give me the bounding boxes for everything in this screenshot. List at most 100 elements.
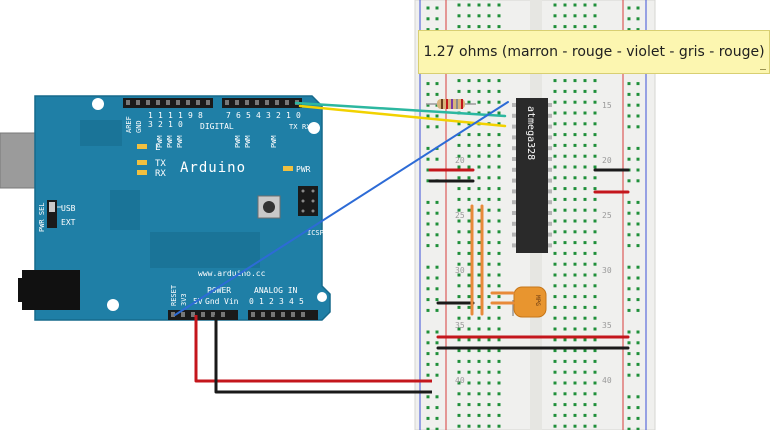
breadboard-hole — [435, 92, 439, 96]
breadboard-hole — [477, 143, 481, 147]
breadboard-hole — [457, 305, 461, 309]
breadboard-hole — [467, 14, 471, 18]
breadboard-hole — [563, 133, 567, 137]
breadboard-hole — [627, 146, 631, 150]
breadboard-hole — [477, 197, 481, 201]
chip-pin — [512, 135, 516, 140]
breadboard-hole — [457, 154, 461, 158]
chip-pin — [548, 124, 552, 129]
breadboard-hole — [583, 241, 587, 245]
pin-number: 1 — [148, 111, 153, 120]
header-pin — [186, 100, 190, 105]
breadboard-hole — [563, 154, 567, 158]
led-tx-label: TX — [155, 159, 166, 169]
breadboard-hole — [426, 416, 430, 420]
breadboard-hole — [477, 359, 481, 363]
row-number-right: 30 — [602, 266, 612, 275]
row-number-left: 40 — [455, 376, 465, 385]
breadboard-hole — [497, 403, 501, 407]
breadboard-hole — [573, 187, 577, 191]
header-pin — [206, 100, 210, 105]
breadboard-hole — [593, 349, 597, 353]
pin-number: 3 — [266, 111, 271, 120]
breadboard-hole — [457, 424, 461, 428]
breadboard-hole — [487, 305, 491, 309]
breadboard-hole — [426, 200, 430, 204]
header-pin — [196, 100, 200, 105]
breadboard-hole — [487, 413, 491, 417]
breadboard-hole — [627, 17, 631, 21]
chip-pin — [512, 124, 516, 129]
breadboard-hole — [477, 241, 481, 245]
breadboard-hole — [467, 295, 471, 299]
breadboard-hole — [553, 403, 557, 407]
breadboard-hole — [497, 381, 501, 385]
header-pin — [291, 312, 295, 317]
breadboard-hole — [583, 284, 587, 288]
breadboard-hole — [497, 230, 501, 234]
breadboard-hole — [593, 100, 597, 104]
breadboard-hole — [435, 341, 439, 345]
breadboard-hole — [487, 338, 491, 342]
breadboard-hole — [487, 3, 491, 7]
chip-pin — [548, 135, 552, 140]
breadboard-hole — [435, 362, 439, 366]
mounting-hole — [107, 299, 119, 311]
breadboard-hole — [497, 273, 501, 277]
breadboard-hole — [636, 265, 640, 269]
breadboard-hole — [487, 370, 491, 374]
icsp-header — [298, 186, 318, 216]
breadboard-hole — [583, 154, 587, 158]
breadboard-hole — [627, 341, 631, 345]
header-pin — [255, 100, 259, 105]
breadboard-hole — [487, 273, 491, 277]
breadboard-hole — [477, 262, 481, 266]
breadboard-hole — [467, 187, 471, 191]
breadboard-hole — [457, 316, 461, 320]
breadboard-hole — [553, 273, 557, 277]
led-l — [137, 144, 147, 149]
breadboard-hole — [497, 3, 501, 7]
breadboard-hole — [593, 424, 597, 428]
breadboard-hole — [497, 143, 501, 147]
breadboard-hole — [435, 28, 439, 32]
pin-number: 9 — [188, 111, 193, 120]
breadboard-hole — [497, 241, 501, 245]
breadboard-hole — [563, 176, 567, 180]
breadboard-hole — [477, 413, 481, 417]
breadboard-hole — [477, 165, 481, 169]
wire-black-gnd — [214, 315, 432, 394]
led-tx — [137, 160, 147, 165]
breadboard-hole — [627, 298, 631, 302]
breadboard-hole — [457, 295, 461, 299]
breadboard-hole — [593, 316, 597, 320]
breadboard-hole — [497, 284, 501, 288]
header-pin — [301, 312, 305, 317]
breadboard-hole — [487, 100, 491, 104]
breadboard-hole — [563, 316, 567, 320]
breadboard-hole — [593, 295, 597, 299]
breadboard-hole — [593, 143, 597, 147]
breadboard-hole — [563, 424, 567, 428]
breadboard-hole — [573, 219, 577, 223]
breadboard-hole — [426, 276, 430, 280]
wire-red-5v — [194, 315, 432, 383]
breadboard-hole — [467, 143, 471, 147]
breadboard-hole — [627, 92, 631, 96]
breadboard-hole — [553, 3, 557, 7]
aref-label: AREF — [125, 116, 133, 133]
breadboard-hole — [573, 273, 577, 277]
breadboard-hole — [457, 89, 461, 93]
breadboard-hole — [467, 370, 471, 374]
breadboard-hole — [497, 14, 501, 18]
header-pin — [191, 312, 195, 317]
breadboard-hole — [593, 197, 597, 201]
breadboard-hole — [435, 427, 439, 430]
header-pin — [235, 100, 239, 105]
breadboard-hole — [573, 133, 577, 137]
breadboard-hole — [573, 89, 577, 93]
breadboard-hole — [467, 424, 471, 428]
breadboard-hole — [636, 114, 640, 118]
breadboard-hole — [435, 17, 439, 21]
breadboard-hole — [593, 284, 597, 288]
